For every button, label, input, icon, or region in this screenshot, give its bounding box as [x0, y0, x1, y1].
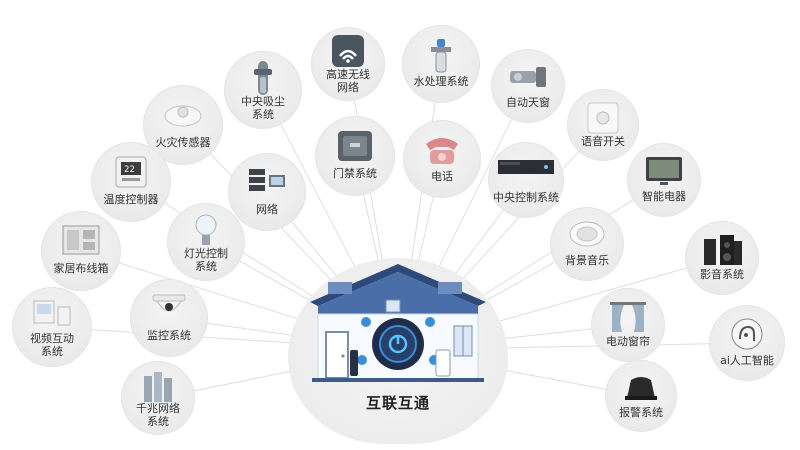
switch-panel-icon — [586, 101, 620, 139]
ai-head-icon — [730, 317, 764, 355]
node-wireless: 高速无线 网络 — [311, 27, 385, 101]
hub-node: 互联互通 — [288, 258, 508, 444]
node-label-central-control: 中央控制系统 — [493, 190, 559, 204]
ceiling-speaker-icon — [568, 219, 606, 253]
alarm-device-icon — [621, 372, 661, 406]
node-label-telephone: 电话 — [431, 169, 453, 183]
node-label-alarm: 报警系统 — [619, 406, 663, 420]
hub-title: 互联互通 — [365, 394, 430, 412]
server-rack-icon — [141, 368, 175, 408]
node-ai: ai人工智能 — [709, 305, 785, 381]
node-central-control: 中央控制系统 — [488, 142, 564, 218]
node-smart-appliance: 智能电器 — [627, 143, 701, 217]
node-access-control: 门禁系统 — [315, 116, 395, 196]
node-bg-music: 背景音乐 — [550, 207, 624, 281]
node-label-video-intercom: 视频互动 系统 — [30, 331, 74, 358]
smart-house-illustration — [310, 264, 486, 382]
node-video-intercom: 视频互动 系统 — [12, 287, 92, 367]
node-label-access-control: 门禁系统 — [333, 167, 377, 181]
node-label-central-vacuum: 中央吸尘 系统 — [241, 94, 285, 121]
node-label-wireless: 高速无线 网络 — [326, 68, 370, 95]
node-label-lighting: 灯光控制 系统 — [184, 246, 228, 273]
light-bulb-icon — [194, 211, 218, 253]
dome-camera-icon — [149, 291, 189, 325]
node-thermostat: 22 温度控制器 — [91, 142, 171, 222]
control-box-icon — [496, 154, 556, 184]
node-label-thermostat: 温度控制器 — [103, 193, 159, 207]
node-gigabit: 千兆网络 系统 — [121, 361, 195, 435]
speakers-icon — [700, 233, 744, 273]
node-label-bg-music: 背景音乐 — [565, 254, 609, 268]
node-water: 水处理系统 — [402, 25, 480, 103]
card-reader-icon — [336, 129, 374, 167]
node-label-voice-switch: 语音开关 — [581, 135, 625, 149]
node-telephone: 电话 — [403, 120, 481, 198]
skylight-motor-icon — [508, 61, 548, 95]
wiring-cabinet-icon — [61, 224, 101, 260]
smoke-detector-icon — [163, 98, 203, 132]
node-label-network: 网络 — [256, 202, 278, 216]
node-central-vacuum: 中央吸尘 系统 — [224, 51, 302, 129]
node-monitoring: 监控系统 — [130, 279, 208, 357]
node-label-water: 水处理系统 — [413, 74, 469, 88]
node-curtain: 电动窗帘 — [591, 288, 665, 362]
thermostat-icon: 22 — [114, 155, 148, 193]
node-label-home-theater: 影音系统 — [700, 268, 744, 282]
node-label-smart-appliance: 智能电器 — [642, 190, 686, 204]
telephone-icon — [420, 132, 464, 170]
node-label-fire-sensor: 火灾传感器 — [155, 136, 211, 150]
node-label-ai: ai人工智能 — [720, 353, 774, 367]
node-label-wiring-box: 家居布线箱 — [53, 262, 109, 276]
node-alarm: 报警系统 — [605, 360, 677, 432]
video-intercom-icon — [32, 295, 72, 333]
tv-icon — [644, 155, 684, 191]
wifi-icon — [331, 34, 365, 72]
node-auto-skylight: 自动天窗 — [491, 49, 565, 123]
vacuum-icon — [250, 59, 276, 103]
node-home-theater: 影音系统 — [685, 221, 759, 295]
node-label-monitoring: 监控系统 — [147, 328, 191, 342]
node-lighting: 灯光控制 系统 — [167, 203, 245, 281]
network-server-icon — [247, 165, 287, 201]
node-label-curtain: 电动窗帘 — [606, 335, 650, 349]
node-label-auto-skylight: 自动天窗 — [506, 96, 550, 110]
node-network: 网络 — [228, 153, 306, 231]
node-wiring-box: 家居布线箱 — [41, 211, 121, 291]
node-label-gigabit: 千兆网络 系统 — [136, 402, 180, 429]
node-voice-switch: 语音开关 — [567, 89, 639, 161]
svg-text:22: 22 — [124, 165, 135, 175]
curtain-icon — [608, 300, 648, 338]
water-filter-icon — [427, 37, 455, 79]
